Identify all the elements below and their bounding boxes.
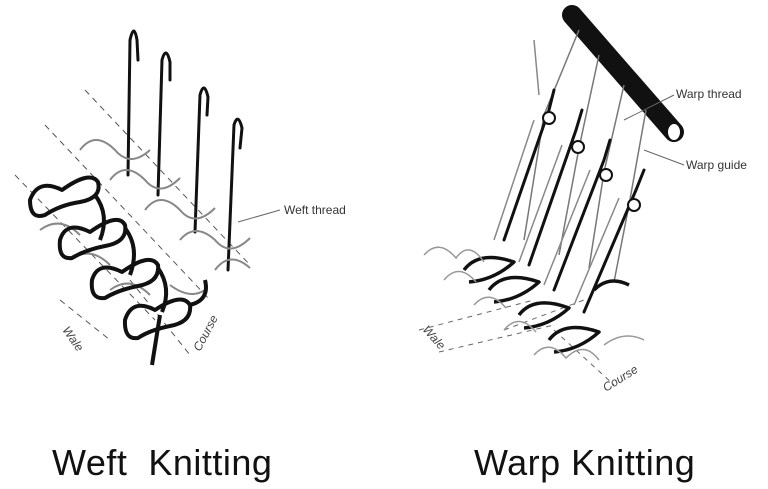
warp-needle-1 [502, 88, 556, 242]
weft-needles [126, 29, 244, 272]
weft-needle-4 [226, 117, 244, 272]
warp-needle-4 [582, 168, 646, 314]
warp-knitting-diagram: Warp thread Warp guide Wale Course [418, 5, 747, 395]
warp-black-loops [462, 255, 630, 354]
weft-black-loops [28, 175, 208, 366]
weft-wale-label: Wale [60, 324, 87, 355]
warp-callout-lines [623, 94, 685, 166]
warp-grey-needles [493, 39, 620, 306]
weft-needle-1 [126, 29, 140, 177]
warp-knitting-caption: Warp Knitting [474, 442, 696, 483]
warp-course-label: Course [600, 362, 641, 395]
weft-needle-3 [193, 86, 210, 234]
weft-guide-lines [14, 89, 251, 356]
weft-knitting-diagram: Weft thread Wale Course [14, 29, 346, 366]
warp-guide-lines [418, 299, 615, 386]
weft-knitting-caption: Weft Knitting [52, 442, 273, 483]
weft-thread-callout-line [237, 209, 281, 223]
warp-needle-3 [552, 138, 612, 292]
weft-thread-label: Weft thread [284, 203, 346, 217]
warp-grey-loops [423, 246, 645, 361]
warp-wale-label: Wale [420, 323, 449, 353]
warp-knitting-panel: Warp thread Warp guide Wale Course Warp … [384, 0, 768, 489]
warp-needles [502, 88, 646, 314]
warp-guide-eyelets [542, 111, 641, 212]
weft-knitting-panel: Weft thread Wale Course Weft Knitting [14, 29, 346, 483]
weft-needle-2 [156, 51, 172, 197]
warp-guide-bar [562, 5, 684, 142]
warp-guide-label: Warp guide [686, 158, 747, 172]
warp-needle-2 [527, 108, 584, 267]
weft-grey-loops [39, 139, 251, 296]
warp-thread-label: Warp thread [676, 87, 742, 101]
weft-course-label: Course [190, 312, 221, 353]
